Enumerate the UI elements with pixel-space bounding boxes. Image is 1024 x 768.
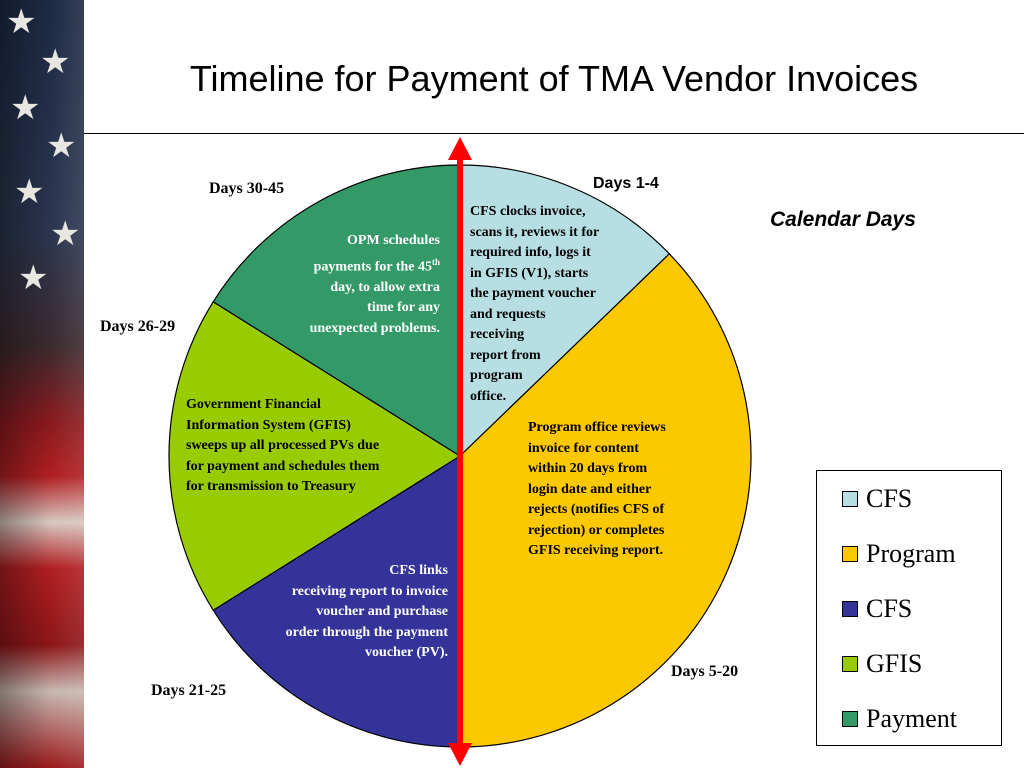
legend-swatch (842, 601, 858, 617)
legend-item-cfs-dark: CFS (842, 594, 912, 624)
star-icon: ★ (6, 4, 37, 41)
pie-slice-program-review (459, 253, 752, 748)
title-divider (84, 133, 1024, 134)
text-line: day, to allow extra (330, 279, 440, 295)
text-line: time for any (367, 300, 440, 316)
text-line: program (470, 368, 523, 383)
legend-item-cfs: CFS (842, 484, 912, 514)
text-line: payments for the 45 (313, 259, 432, 275)
segment-text-program-review: Program office reviews invoice for conte… (528, 418, 666, 562)
star-icon: ★ (46, 128, 77, 165)
text-line: rejects (notifies CFS of (528, 502, 665, 517)
arrow-head-down-icon (448, 743, 472, 766)
text-line: required info, logs it (470, 245, 591, 260)
legend-swatch (842, 656, 858, 672)
legend-swatch (842, 546, 858, 562)
text-line: office. (470, 388, 507, 404)
segment-text-cfs-link: CFS links receiving report to invoice vo… (230, 561, 448, 664)
segment-text-opm-schedule: OPM schedules payments for the 45th day,… (258, 231, 440, 339)
text-line: scans it, reviews it for (470, 224, 600, 240)
text-line: within 20 days from (528, 461, 648, 476)
text-line: voucher (PV). (365, 645, 448, 660)
days-label-26-29: Days 26-29 (100, 318, 176, 335)
page-title: Timeline for Payment of TMA Vendor Invoi… (189, 58, 919, 99)
days-label-1-4: Days 1-4 (593, 175, 659, 192)
legend-item-payment: Payment (842, 704, 957, 734)
calendar-days-label: Calendar Days (770, 208, 916, 231)
legend: CFS Program CFS GFIS Payment (816, 470, 1002, 746)
legend-swatch (842, 491, 858, 507)
text-line: voucher and purchase (316, 604, 448, 619)
text-line: receiving report to invoice (291, 583, 448, 599)
legend-label: GFIS (866, 649, 923, 678)
text-line: unexpected problems. (309, 320, 440, 336)
days-label-5-20: Days 5-20 (671, 663, 739, 680)
text-line: for payment and schedules them (186, 458, 380, 474)
text-line: in GFIS (V1), starts (470, 265, 589, 281)
segment-text-gfis-sweep: Government Financial Information System … (186, 395, 379, 498)
text-line: report from (470, 347, 541, 363)
text-line: GFIS receiving report. (528, 543, 664, 558)
days-label-21-25: Days 21-25 (151, 682, 227, 699)
text-line: Government Financial (186, 397, 321, 412)
text-line: CFS clocks invoice, (470, 204, 586, 219)
flag-shade (0, 0, 84, 768)
text-line: Information System (GFIS) (186, 417, 351, 433)
arrow-head-up-icon (448, 137, 472, 160)
text-line: receiving (470, 327, 525, 342)
text-line: sweeps up all processed PVs due (186, 438, 380, 453)
legend-label: CFS (866, 484, 913, 513)
text-line: OPM schedules (347, 233, 440, 248)
pie-slice-cfs-initial (459, 164, 671, 458)
legend-item-gfis: GFIS (842, 649, 922, 679)
pie-slice-opm-schedule (212, 164, 461, 458)
text-line: order through the payment (285, 624, 448, 640)
text-line: the payment voucher (470, 286, 596, 301)
pie-slice-gfis-sweep (168, 300, 462, 612)
segment-text-cfs-initial: CFS clocks invoice, scans it, reviews it… (470, 202, 599, 407)
legend-item-program: Program (842, 539, 956, 569)
star-icon: ★ (10, 90, 41, 127)
text-line: rejection) or completes (528, 522, 665, 538)
timeline-arrow (448, 137, 472, 766)
text-line-with-superscript: payments for the 45th (258, 252, 440, 278)
text-line: Program office reviews (528, 420, 666, 435)
star-icon: ★ (40, 44, 71, 81)
star-icon: ★ (18, 260, 49, 297)
text-line: and requests (470, 306, 546, 322)
legend-swatch (842, 711, 858, 727)
star-icon: ★ (14, 174, 45, 211)
legend-label: Program (866, 539, 956, 568)
legend-label: Payment (866, 704, 957, 733)
pie-segments (168, 164, 752, 748)
text-line: invoice for content (528, 440, 639, 456)
flag-decoration: ★ ★ ★ ★ ★ ★ ★ (0, 0, 84, 768)
pie-slice-cfs-link (212, 454, 461, 748)
legend-label: CFS (866, 594, 913, 623)
ordinal-superscript: th (431, 256, 440, 267)
text-line: for transmission to Treasury (186, 479, 356, 494)
star-icon: ★ (50, 216, 81, 253)
days-label-30-45: Days 30-45 (209, 180, 285, 197)
text-line: CFS links (389, 563, 448, 578)
text-line: login date and either (528, 481, 652, 497)
